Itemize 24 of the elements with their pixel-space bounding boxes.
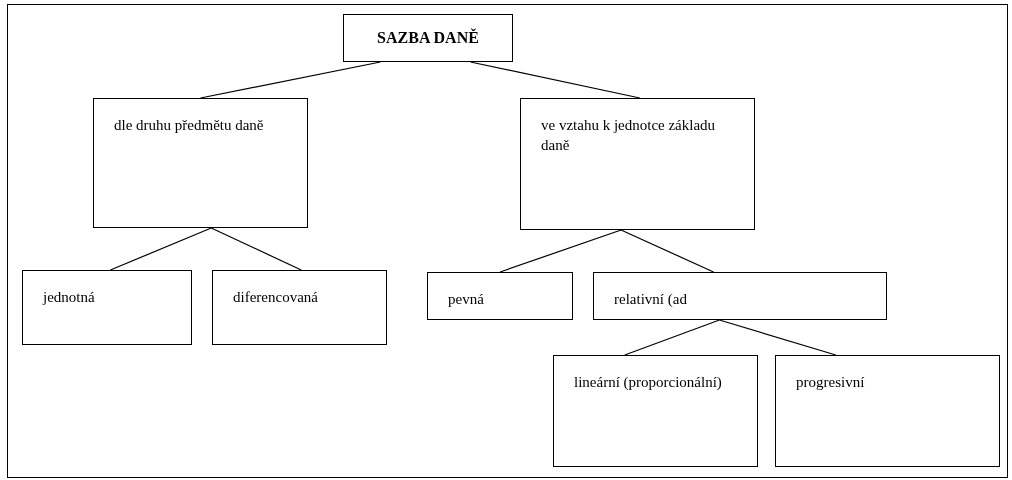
connector-line bbox=[718, 319, 837, 356]
connector-line bbox=[210, 227, 302, 271]
category-label: ve vztahu k jednotce základu daně bbox=[541, 116, 716, 155]
category-label: diferencovaná bbox=[233, 288, 319, 307]
category-label: relativní (ad bbox=[614, 290, 688, 309]
category-box bbox=[93, 98, 308, 228]
connector-line bbox=[624, 319, 720, 356]
connector-line bbox=[109, 227, 212, 271]
category-label: dle druhu předmětu daně bbox=[114, 116, 265, 135]
title-box bbox=[343, 14, 513, 62]
category-label: jednotná bbox=[43, 288, 96, 307]
category-box bbox=[212, 270, 387, 345]
category-box bbox=[553, 355, 758, 467]
category-box bbox=[22, 270, 192, 345]
category-label: lineární (proporcionální) bbox=[574, 373, 723, 392]
category-label: progresivní bbox=[796, 373, 866, 392]
category-box bbox=[427, 272, 573, 320]
category-box bbox=[593, 272, 887, 320]
category-label: pevná bbox=[448, 290, 485, 309]
connector-line bbox=[499, 229, 622, 273]
category-box bbox=[775, 355, 1000, 467]
title-text: SAZBA DANĚ bbox=[377, 27, 479, 48]
connector-line bbox=[620, 229, 715, 273]
category-box bbox=[520, 98, 755, 230]
